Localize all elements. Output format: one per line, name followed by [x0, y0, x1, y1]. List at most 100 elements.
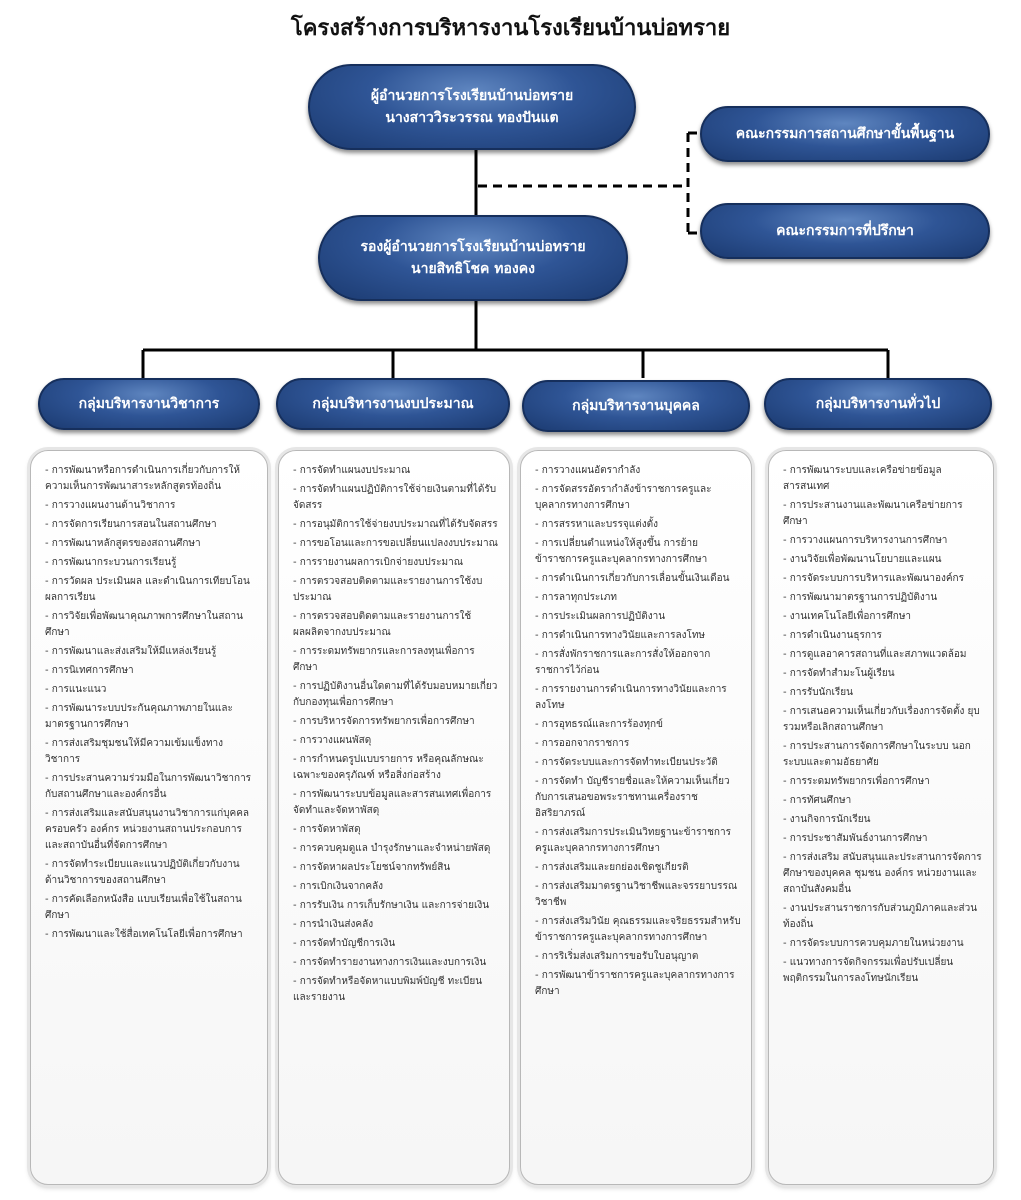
duty-item: - การประสานการจัดการศึกษาในระบบ นอกระบบแ…: [783, 741, 971, 768]
duty-item: - งานเทคโนโลยีเพื่อการศึกษา: [783, 611, 912, 622]
duty-item: - การจัดทำบัญชีการเงิน: [293, 938, 396, 949]
duty-item: - งานวิจัยเพื่อพัฒนานโยบายและแผน: [783, 554, 942, 565]
duty-item: - การรับเงิน การเก็บรักษาเงิน และการจ่าย…: [293, 900, 490, 911]
duties-list-academic: - การพัฒนาหรือการดำเนินการเกี่ยวกับการให…: [45, 463, 257, 943]
duty-item: - การพัฒนาระบบประกันคุณภาพภายในและมาตรฐา…: [45, 703, 233, 730]
duty-item: - การสรรหาและบรรจุแต่งตั้ง: [535, 519, 658, 530]
duty-item: - แนวทางการจัดกิจกรรมเพื่อปรับเปลี่ยนพฤต…: [783, 957, 954, 984]
duty-item: - การส่งเสริมและยกย่องเชิดชูเกียรติ: [535, 862, 689, 873]
committee-basic-education-label: คณะกรรมการสถานศึกษาขั้นพื้นฐาน: [735, 125, 955, 142]
duty-item: - การขอโอนและการขอเปลี่ยนแปลงงบประมาณ: [293, 538, 498, 549]
duty-item: - การประสานงานและพัฒนาเครือข่ายการศึกษา: [783, 500, 963, 527]
director-node: ผู้อำนวยการโรงเรียนบ้านบ่อทราย นางสาววิร…: [308, 64, 636, 150]
duties-list-general: - การพัฒนาระบบและเครือข่ายข้อมูลสารสนเทศ…: [783, 463, 983, 987]
committee-advisory-node: คณะกรรมการที่ปรึกษา: [700, 203, 990, 259]
duty-item: - การเปลี่ยนตำแหน่งให้สูงขึ้น การย้ายข้า…: [535, 538, 708, 565]
duty-item: - การพัฒนาและใช้สื่อเทคโนโลยีเพื่อการศึก…: [45, 929, 243, 940]
deputy-position: รองผู้อำนวยการโรงเรียนบ้านบ่อทราย: [360, 238, 586, 255]
duty-item: - การจัดทำสำมะโนผู้เรียน: [783, 668, 895, 679]
committee-advisory-label: คณะกรรมการที่ปรึกษา: [776, 222, 914, 239]
duty-item: - การแนะแนว: [45, 684, 107, 695]
duty-item: - การอุทธรณ์และการร้องทุกข์: [535, 719, 663, 730]
duty-item: - การจัดระบบการบริหารและพัฒนาองค์กร: [783, 573, 964, 584]
group-header-budget-label: กลุ่มบริหารงานงบประมาณ: [312, 395, 474, 412]
duty-item: - การวางแผนอัตรากำลัง: [535, 465, 641, 476]
duty-item: - งานกิจการนักเรียน: [783, 814, 871, 825]
duty-item: - การกำหนดรูปแบบรายการ หรือคุณลักษณะเฉพา…: [293, 754, 484, 781]
duty-item: - การจัดการเรียนการสอนในสถานศึกษา: [45, 519, 217, 530]
duty-item: - การดำเนินการเกี่ยวกับการเลื่อนขั้นเงิน…: [535, 573, 730, 584]
duty-item: - การระดมทรัพยากรเพื่อการศึกษา: [783, 776, 930, 787]
duty-item: - การวางแผนการบริหารงานการศึกษา: [783, 535, 948, 546]
duty-item: - การพัฒนากระบวนการเรียนรู้: [45, 557, 177, 568]
group-header-general-label: กลุ่มบริหารงานทั่วไป: [815, 395, 941, 412]
duty-item: - การเสนอความเห็นเกี่ยวกับเรื่องการจัดตั…: [783, 706, 980, 733]
duty-item: - การทัศนศึกษา: [783, 795, 852, 806]
duty-item: - การจัดทำแผนปฏิบัติการใช้จ่ายเงินตามที่…: [293, 484, 497, 511]
duties-panel-general: - การพัฒนาระบบและเครือข่ายข้อมูลสารสนเทศ…: [768, 450, 994, 1185]
duty-item: - การประสานความร่วมมือในการพัฒนาวิชาการก…: [45, 773, 252, 800]
duty-item: - การจัดทำแผนงบประมาณ: [293, 465, 411, 476]
group-header-personnel-label: กลุ่มบริหารงานบุคคล: [572, 397, 700, 414]
duty-item: - การพัฒนาหรือการดำเนินการเกี่ยวกับการให…: [45, 465, 241, 492]
duty-item: - การส่งเสริมวินัย คุณธรรมและจริยธรรมสำห…: [535, 916, 741, 943]
duties-panel-personnel: - การวางแผนอัตรากำลัง - การจัดสรรอัตรากำล…: [520, 450, 752, 1185]
duty-item: - การระดมทรัพยากรและการลงทุนเพื่อการศึกษ…: [293, 646, 475, 673]
duties-panel-academic: - การพัฒนาหรือการดำเนินการเกี่ยวกับการให…: [30, 450, 268, 1185]
group-header-budget: กลุ่มบริหารงานงบประมาณ: [276, 378, 510, 430]
duty-item: - การรายงานการดำเนินการทางวินัยและการลงโ…: [535, 684, 727, 711]
duty-item: - การส่งเสริมชุมชนให้มีความเข้มแข็งทางวิ…: [45, 738, 223, 765]
duty-item: - การพัฒนาระบบและเครือข่ายข้อมูลสารสนเทศ: [783, 465, 942, 492]
group-header-personnel: กลุ่มบริหารงานบุคคล: [522, 380, 750, 432]
duty-item: - การลาทุกประเภท: [535, 592, 617, 603]
duty-item: - การนำเงินส่งคลัง: [293, 919, 374, 930]
duty-item: - การบริหารจัดการทรัพยากรเพื่อการศึกษา: [293, 716, 475, 727]
duty-item: - การดูแลอาคารสถานที่และสภาพแวดล้อม: [783, 649, 967, 660]
duty-item: - การส่งเสริม สนับสนุนและประสานการจัดการ…: [783, 852, 982, 895]
duty-item: - การจัดระบบและการจัดทำทะเบียนประวัติ: [535, 757, 718, 768]
duty-item: - การตรวจสอบติดตามและรายงานการใช้ผลผลิตจ…: [293, 611, 472, 638]
duties-list-budget: - การจัดทำแผนงบประมาณ - การจัดทำแผนปฏิบัต…: [293, 463, 499, 1006]
duties-list-personnel: - การวางแผนอัตรากำลัง - การจัดสรรอัตรากำล…: [535, 463, 741, 1000]
deputy-node: รองผู้อำนวยการโรงเรียนบ้านบ่อทราย นายสิท…: [318, 215, 628, 301]
duty-item: - การควบคุมดูแล บำรุงรักษาและจำหน่ายพัสด…: [293, 843, 491, 854]
duty-item: - การจัดหาผลประโยชน์จากทรัพย์สิน: [293, 862, 451, 873]
duty-item: - การรายงานผลการเบิกจ่ายงบประมาณ: [293, 557, 463, 568]
duty-item: - การจัดทำระเบียบและแนวปฏิบัติเกี่ยวกับง…: [45, 859, 240, 886]
duty-item: - การพัฒนามาตรฐานการปฏิบัติงาน: [783, 592, 938, 603]
duty-item: - การวัดผล ประเมินผล และดำเนินการเทียบโอ…: [45, 576, 250, 603]
duties-panel-budget: - การจัดทำแผนงบประมาณ - การจัดทำแผนปฏิบัต…: [278, 450, 510, 1185]
duty-item: - การจัดทำรายงานทางการเงินและงบการเงิน: [293, 957, 487, 968]
group-header-academic: กลุ่มบริหารงานวิชาการ: [38, 378, 260, 430]
duty-item: - การตรวจสอบติดตามและรายงานการใช้งบประมา…: [293, 576, 483, 603]
duty-item: - การส่งเสริมและสนับสนุนงานวิชาการแก่บุค…: [45, 808, 250, 851]
deputy-name: นายสิทธิโชค ทองคง: [411, 261, 535, 277]
chart-title: โครงสร้างการบริหารงานโรงเรียนบ้านบ่อทราย: [290, 16, 731, 41]
duty-item: - การดำเนินการทางวินัยและการลงโทษ: [535, 630, 706, 641]
duty-item: - การส่งเสริมการประเมินวิทยฐานะข้าราชการ…: [535, 827, 731, 854]
duty-item: - การดำเนินงานธุรการ: [783, 630, 882, 641]
director-name: นางสาววิระวรรณ ทองปันแต: [385, 110, 559, 126]
group-header-academic-label: กลุ่มบริหารงานวิชาการ: [78, 395, 220, 412]
duty-item: - การสั่งพักราชการและการสั่งให้ออกจากราช…: [535, 649, 711, 676]
duty-item: - การจัดสรรอัตรากำลังข้าราชการครูและบุคล…: [535, 484, 712, 511]
director-position: ผู้อำนวยการโรงเรียนบ้านบ่อทราย: [370, 87, 574, 104]
duty-item: - การออกจากราชการ: [535, 738, 630, 749]
duty-item: - การพัฒนาข้าราชการครูและบุคลากรทางการศึ…: [535, 970, 735, 997]
group-header-general: กลุ่มบริหารงานทั่วไป: [764, 378, 992, 430]
duty-item: - งานประสานราชการกับส่วนภูมิภาคและส่วนท้…: [783, 903, 978, 930]
duty-item: - การประเมินผลการปฏิบัติงาน: [535, 611, 666, 622]
duty-item: - การวางแผนงานด้านวิชาการ: [45, 500, 176, 511]
duty-item: - การคัดเลือกหนังสือ แบบเรียนเพื่อใช้ในส…: [45, 894, 242, 921]
duty-item: - การจัดทำหรือจัดหาแบบพิมพ์บัญชี ทะเบียน…: [293, 976, 483, 1003]
duty-item: - การวิจัยเพื่อพัฒนาคุณภาพการศึกษาในสถาน…: [45, 611, 243, 638]
duty-item: - การจัดทำ บัญชีรายชื่อและให้ความเห็นเกี…: [535, 776, 730, 819]
duty-item: - การวางแผนพัสดุ: [293, 735, 372, 746]
duty-item: - การเบิกเงินจากคลัง: [293, 881, 384, 892]
duty-item: - การจัดหาพัสดุ: [293, 824, 361, 835]
duty-item: - การจัดระบบการควบคุมภายในหน่วยงาน: [783, 938, 964, 949]
duty-item: - การพัฒนาหลักสูตรของสถานศึกษา: [45, 538, 201, 549]
duty-item: - การพัฒนาระบบข้อมูลและสารสนเทศเพื่อการจ…: [293, 789, 492, 816]
duty-item: - การประชาสัมพันธ์งานการศึกษา: [783, 833, 928, 844]
